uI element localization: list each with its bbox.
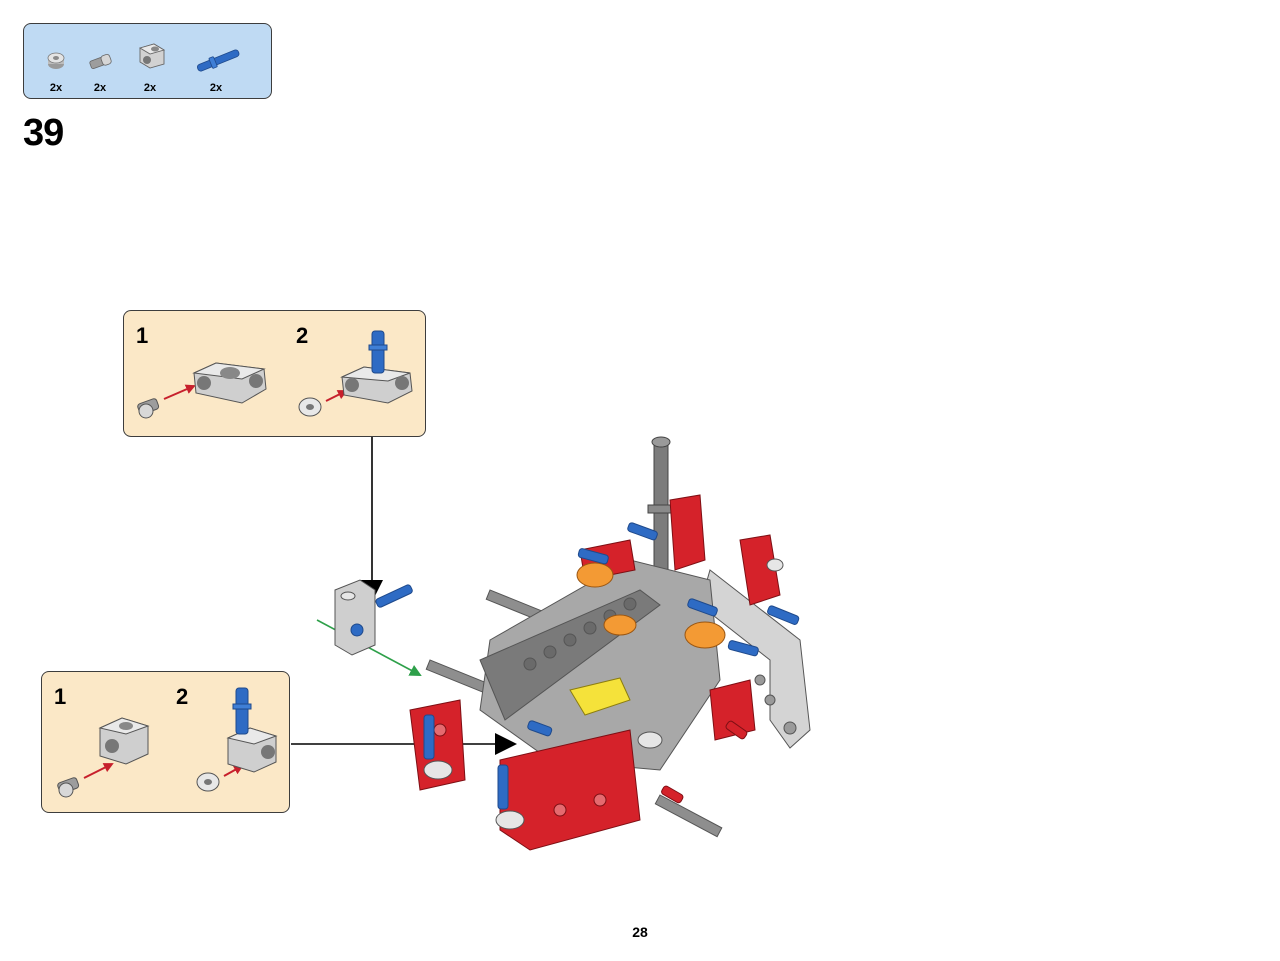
substep-number: 2 xyxy=(296,323,309,348)
pin-with-bush-icon xyxy=(57,777,80,798)
axle-pin-connector-icon xyxy=(138,43,166,69)
insert-arrow xyxy=(83,763,114,779)
part-quantity: 2x xyxy=(93,82,107,94)
subassembly-callout-bottom: 1 2 xyxy=(41,671,290,813)
substep-illustrations xyxy=(137,330,413,419)
incoming-subassembly xyxy=(334,579,413,656)
bush-icon xyxy=(196,772,220,792)
pin-with-bush-icon xyxy=(137,398,160,419)
bush-icon xyxy=(298,397,322,417)
parts-list-item: 2x xyxy=(80,36,120,94)
substep-illustrations xyxy=(57,687,278,798)
parts-list-panel: 2x 2x 2x 2x xyxy=(23,23,272,99)
part-quantity: 2x xyxy=(143,82,157,94)
gray-bush xyxy=(423,558,784,830)
subassembly-callout-top: 1 2 xyxy=(123,310,426,437)
blue-axle-pin xyxy=(423,522,800,810)
step-number: 39 xyxy=(23,112,64,154)
substep-number: 1 xyxy=(54,684,67,709)
parts-list-item: 2x xyxy=(130,36,170,94)
part-quantity: 2x xyxy=(49,82,63,94)
part-quantity: 2x xyxy=(209,82,223,94)
substep-number: 1 xyxy=(136,323,149,348)
substep-number: 2 xyxy=(176,684,189,709)
assembled-connector-icon xyxy=(340,330,413,404)
axle-pin-connector-icon xyxy=(192,362,267,404)
parts-list-item: 2x xyxy=(196,36,240,94)
red-pin xyxy=(661,720,748,804)
light-gray-beam xyxy=(699,569,811,749)
pin-with-bush-icon xyxy=(89,53,112,70)
axle-pin-connector-icon xyxy=(98,717,150,765)
insert-arrow xyxy=(163,384,196,400)
page-number: 28 xyxy=(632,924,648,940)
assembled-connector-icon xyxy=(226,687,278,773)
vertical-axle xyxy=(647,436,675,581)
main-model-illustration xyxy=(334,436,811,851)
orange-bush xyxy=(576,562,726,649)
insert-arrow xyxy=(325,390,348,402)
long-axle-pin-icon xyxy=(196,49,240,72)
yellow-connector xyxy=(569,677,631,716)
bush-icon xyxy=(47,52,65,69)
parts-list-item: 2x xyxy=(36,36,76,94)
